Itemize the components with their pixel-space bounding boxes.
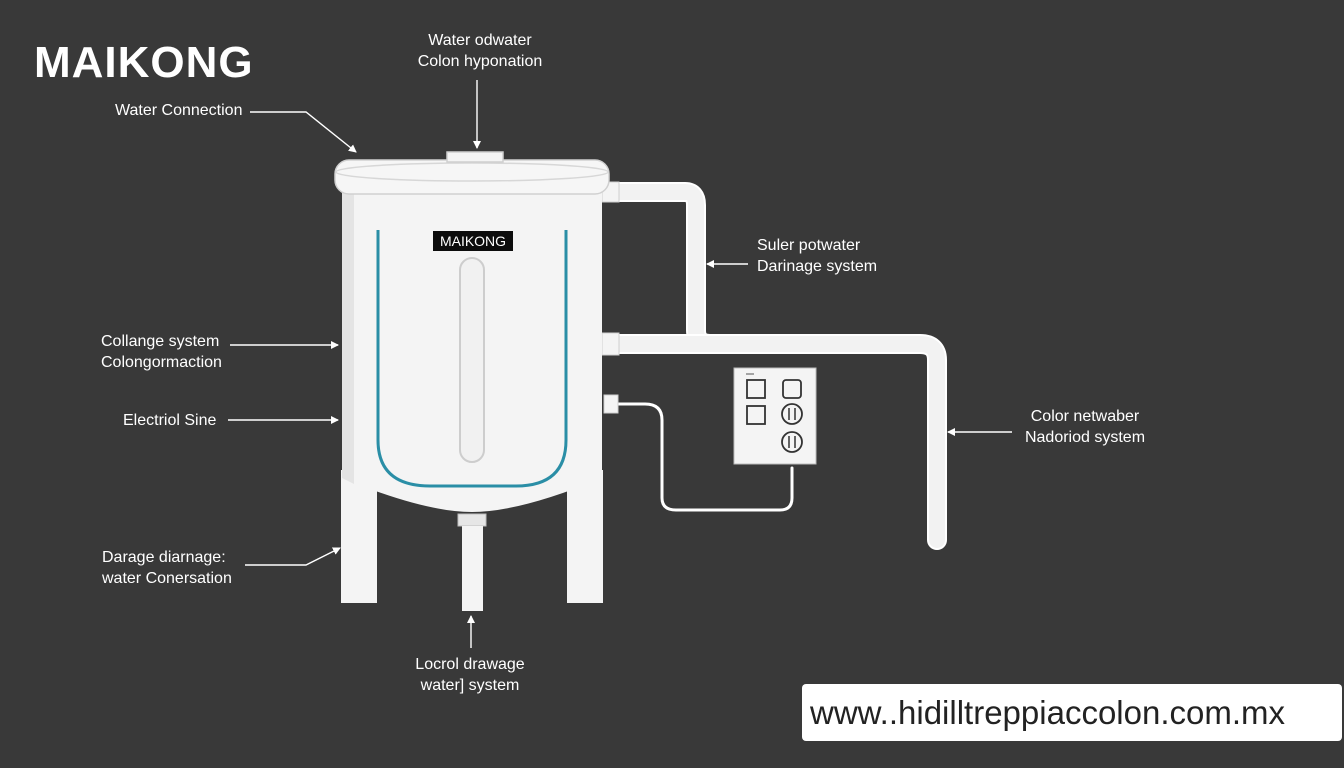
drain-valve-top [457,513,487,527]
sight-glass [459,257,485,463]
callout-left-mid: Collange system Colongormaction [101,331,222,373]
callout-left-bottom: Darage diarnage: water Conersation [102,547,232,589]
callout-top-line1: Water odwater [428,32,532,49]
callout-electrical: Electriol Sine [123,410,216,431]
callout-top-line2: Colon hyponation [417,53,543,70]
callout-right-top-line1: Suler potwater [757,237,861,254]
callout-right-mid-line1: Color netwaber [1030,408,1140,425]
callout-bottom-line2: water] system [420,677,520,694]
control-indicator-2 [746,405,766,425]
tank [334,151,610,611]
control-knob-2 [781,431,803,453]
pipes [594,182,947,550]
electrical-cable [616,402,794,512]
right-leg [567,470,603,603]
callout-left-mid-line2: Colongormaction [101,354,222,371]
callout-left-mid-line1: Collange system [101,333,220,350]
lid-handle [446,151,504,163]
control-box [733,367,817,465]
leader-lines [228,80,1012,648]
leader-water-connection [250,111,357,153]
tank-brand-label: MAIKONG [433,231,513,251]
callout-right-mid-line2: Nadoriod system [1024,429,1146,446]
control-switch [782,379,802,399]
callout-water-connection: Water Connection [115,100,242,121]
leader-left-bottom [245,547,341,566]
left-leg [341,470,377,603]
control-indicator-1 [746,379,766,399]
callout-bottom-line1: Locrol drawage [415,656,525,673]
callout-left-bottom-line1: Darage diarnage: [102,549,226,566]
tank-inner-outline [376,230,568,488]
middle-fitting [601,332,620,356]
website-url-banner: www..hidilltreppiaccolon.com.mx [802,684,1342,741]
callout-top: Water odwater Colon hyponation [400,30,560,72]
callout-electrical-text: Electriol Sine [123,412,217,429]
callout-right-top: Suler potwater Darinage system [757,235,877,277]
callout-bottom: Locrol drawage water] system [400,654,540,696]
cable-fitting [603,394,619,414]
drain-pipe-bottom [462,526,483,611]
callout-right-top-line2: Darinage system [757,258,878,275]
callout-left-bottom-line2: water Conersation [102,570,232,587]
callout-right-mid: Color netwaber Nadoriod system [1010,406,1160,448]
website-url: www..hidilltreppiaccolon.com.mx [810,694,1286,731]
callout-water-connection-text: Water Connection [115,102,243,119]
brand-logo: MAIKONG [34,38,254,87]
control-knob-1 [781,403,803,425]
